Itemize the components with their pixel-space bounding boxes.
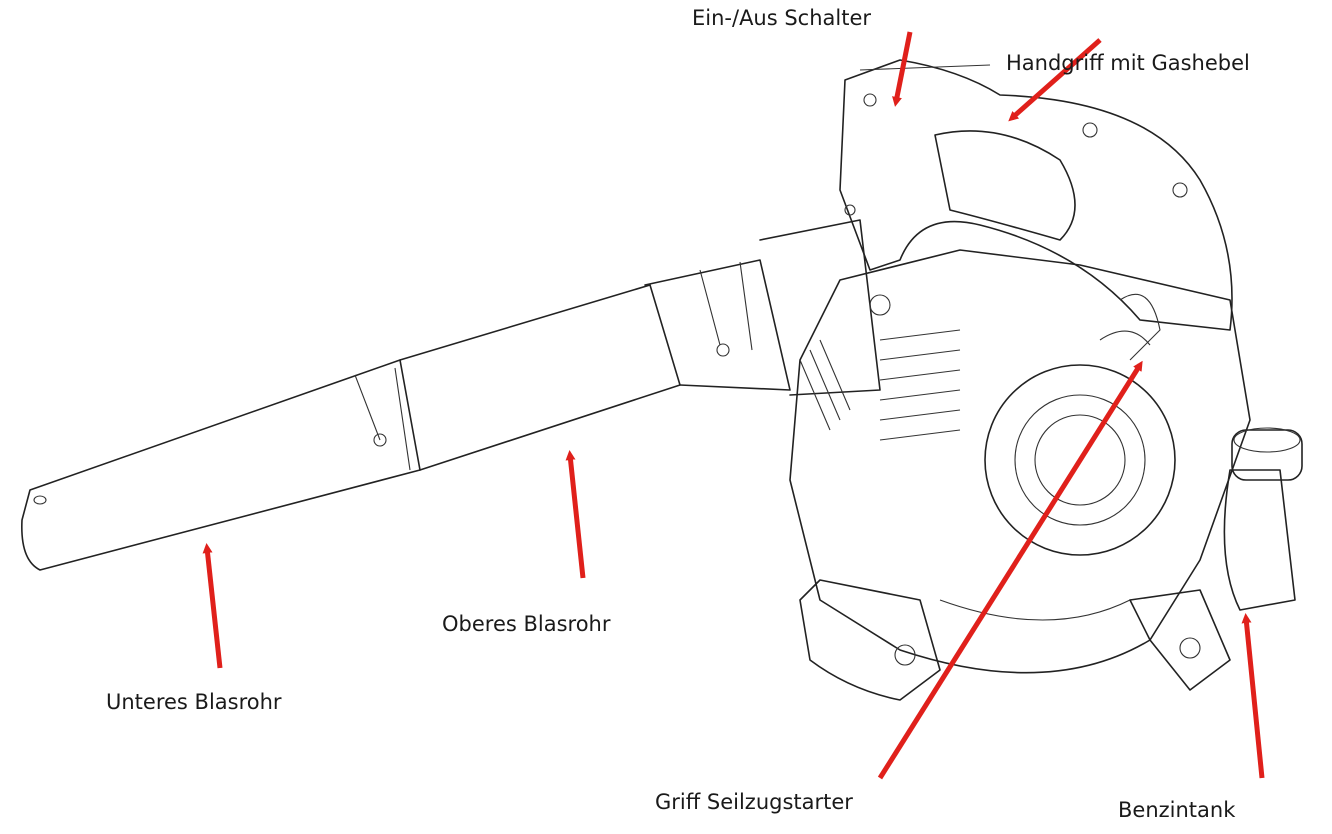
label-fuel-tank: Benzintank: [1118, 798, 1236, 822]
base-stand-drawing: [799, 579, 1231, 701]
fuel-tank-drawing: [1223, 427, 1303, 611]
label-handle-throttle: Handgriff mit Gashebel: [1006, 51, 1250, 75]
arrow-upper-tube: [565, 450, 586, 579]
handle-drawing: [839, 59, 1233, 331]
annotation-arrows: [202, 31, 1265, 780]
lower-blow-tube-drawing: [21, 359, 421, 571]
arrow-handle: [1008, 38, 1102, 122]
label-pull-starter-grip: Griff Seilzugstarter: [655, 790, 853, 814]
arrow-tank: [1241, 613, 1265, 779]
arrow-lower-tube: [202, 543, 223, 669]
label-lower-blow-tube: Unteres Blasrohr: [106, 690, 282, 714]
label-upper-blow-tube: Oberes Blasrohr: [442, 612, 611, 636]
label-on-off-switch: Ein-/Aus Schalter: [692, 6, 872, 30]
arrow-starter: [877, 360, 1143, 780]
arrow-switch: [892, 31, 913, 107]
engine-housing-drawing: [789, 249, 1251, 674]
